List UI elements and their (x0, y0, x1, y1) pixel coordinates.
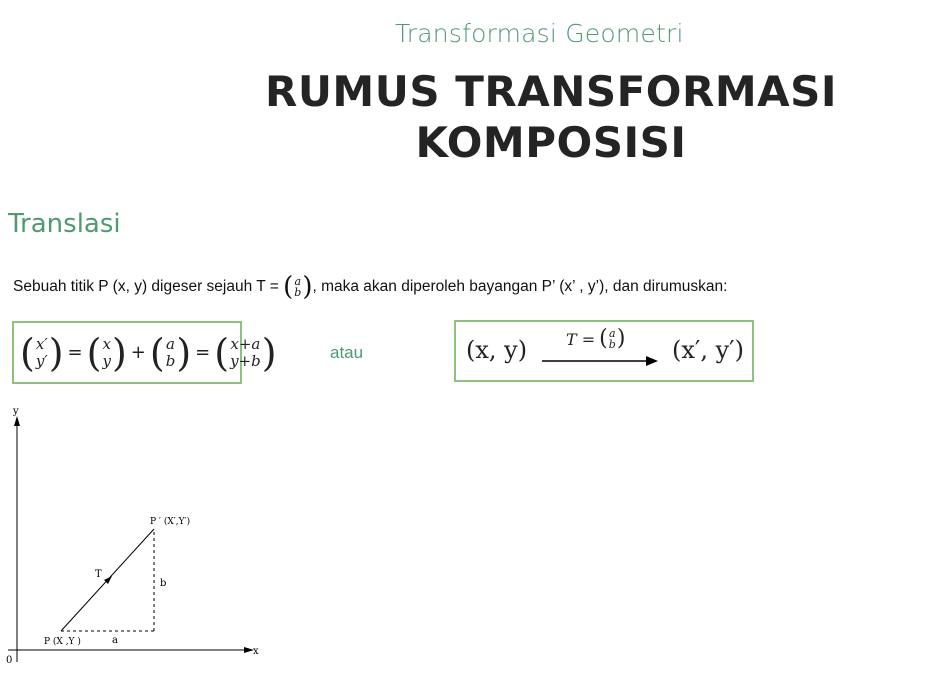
mapping-arrow-icon (542, 356, 658, 366)
vector-top: a (294, 274, 302, 288)
mapping-t: T = (566, 329, 596, 349)
section-heading: Translasi (8, 209, 121, 239)
translation-graph: y x 0 P (X ,Y ) P ′ (X′,Y′) T a b (6, 406, 259, 666)
plus-sign: + (130, 342, 146, 363)
vector-bottom: b (294, 285, 302, 299)
x-axis-label: x (253, 646, 259, 657)
translation-a: a (166, 334, 175, 353)
sentence-part-1: Sebuah titik P (x, y) digeser sejauh T = (13, 278, 284, 295)
a-label: a (112, 635, 118, 646)
mapping-target: (x′, y′) (672, 336, 744, 364)
result-y: y+b (230, 351, 261, 370)
image-y: y′ (35, 351, 48, 370)
x-axis-arrow-icon (244, 647, 254, 653)
point-x: x (102, 334, 111, 353)
origin-label: 0 (6, 655, 12, 666)
mapping-source: (x, y) (466, 336, 528, 364)
y-axis-label: y (12, 406, 19, 417)
page-title: RUMUS TRANSFORMASI KOMPOSISI (264, 67, 838, 167)
connector-text: atau (330, 343, 364, 362)
subtitle-kicker: Transformasi Geometri (395, 19, 684, 48)
point-y: y (102, 351, 111, 370)
point-p-prime-label: P ′ (X′,Y′) (150, 516, 190, 527)
point-p-label: P (X ,Y ) (44, 636, 81, 647)
vector-arrow-icon (104, 576, 112, 584)
sentence-part-2: , maka akan diperoleh bayangan P’ (x’ , … (312, 278, 728, 295)
intro-sentence: Sebuah titik P (x, y) digeser sejauh T =… (13, 272, 913, 302)
vector-image: (x′y′) (20, 330, 64, 375)
mapping-vector-bottom: b (608, 338, 616, 351)
translation-b: b (165, 351, 176, 370)
y-axis-arrow-icon (14, 416, 20, 426)
equals-sign: = (67, 342, 83, 363)
result-x: x+a (230, 334, 261, 353)
mapping-vector-top: a (609, 327, 616, 340)
equals-sign-2: = (195, 342, 211, 363)
b-label: b (160, 578, 166, 589)
image-x: x′ (35, 334, 48, 353)
vector-t-label: T (95, 569, 102, 580)
